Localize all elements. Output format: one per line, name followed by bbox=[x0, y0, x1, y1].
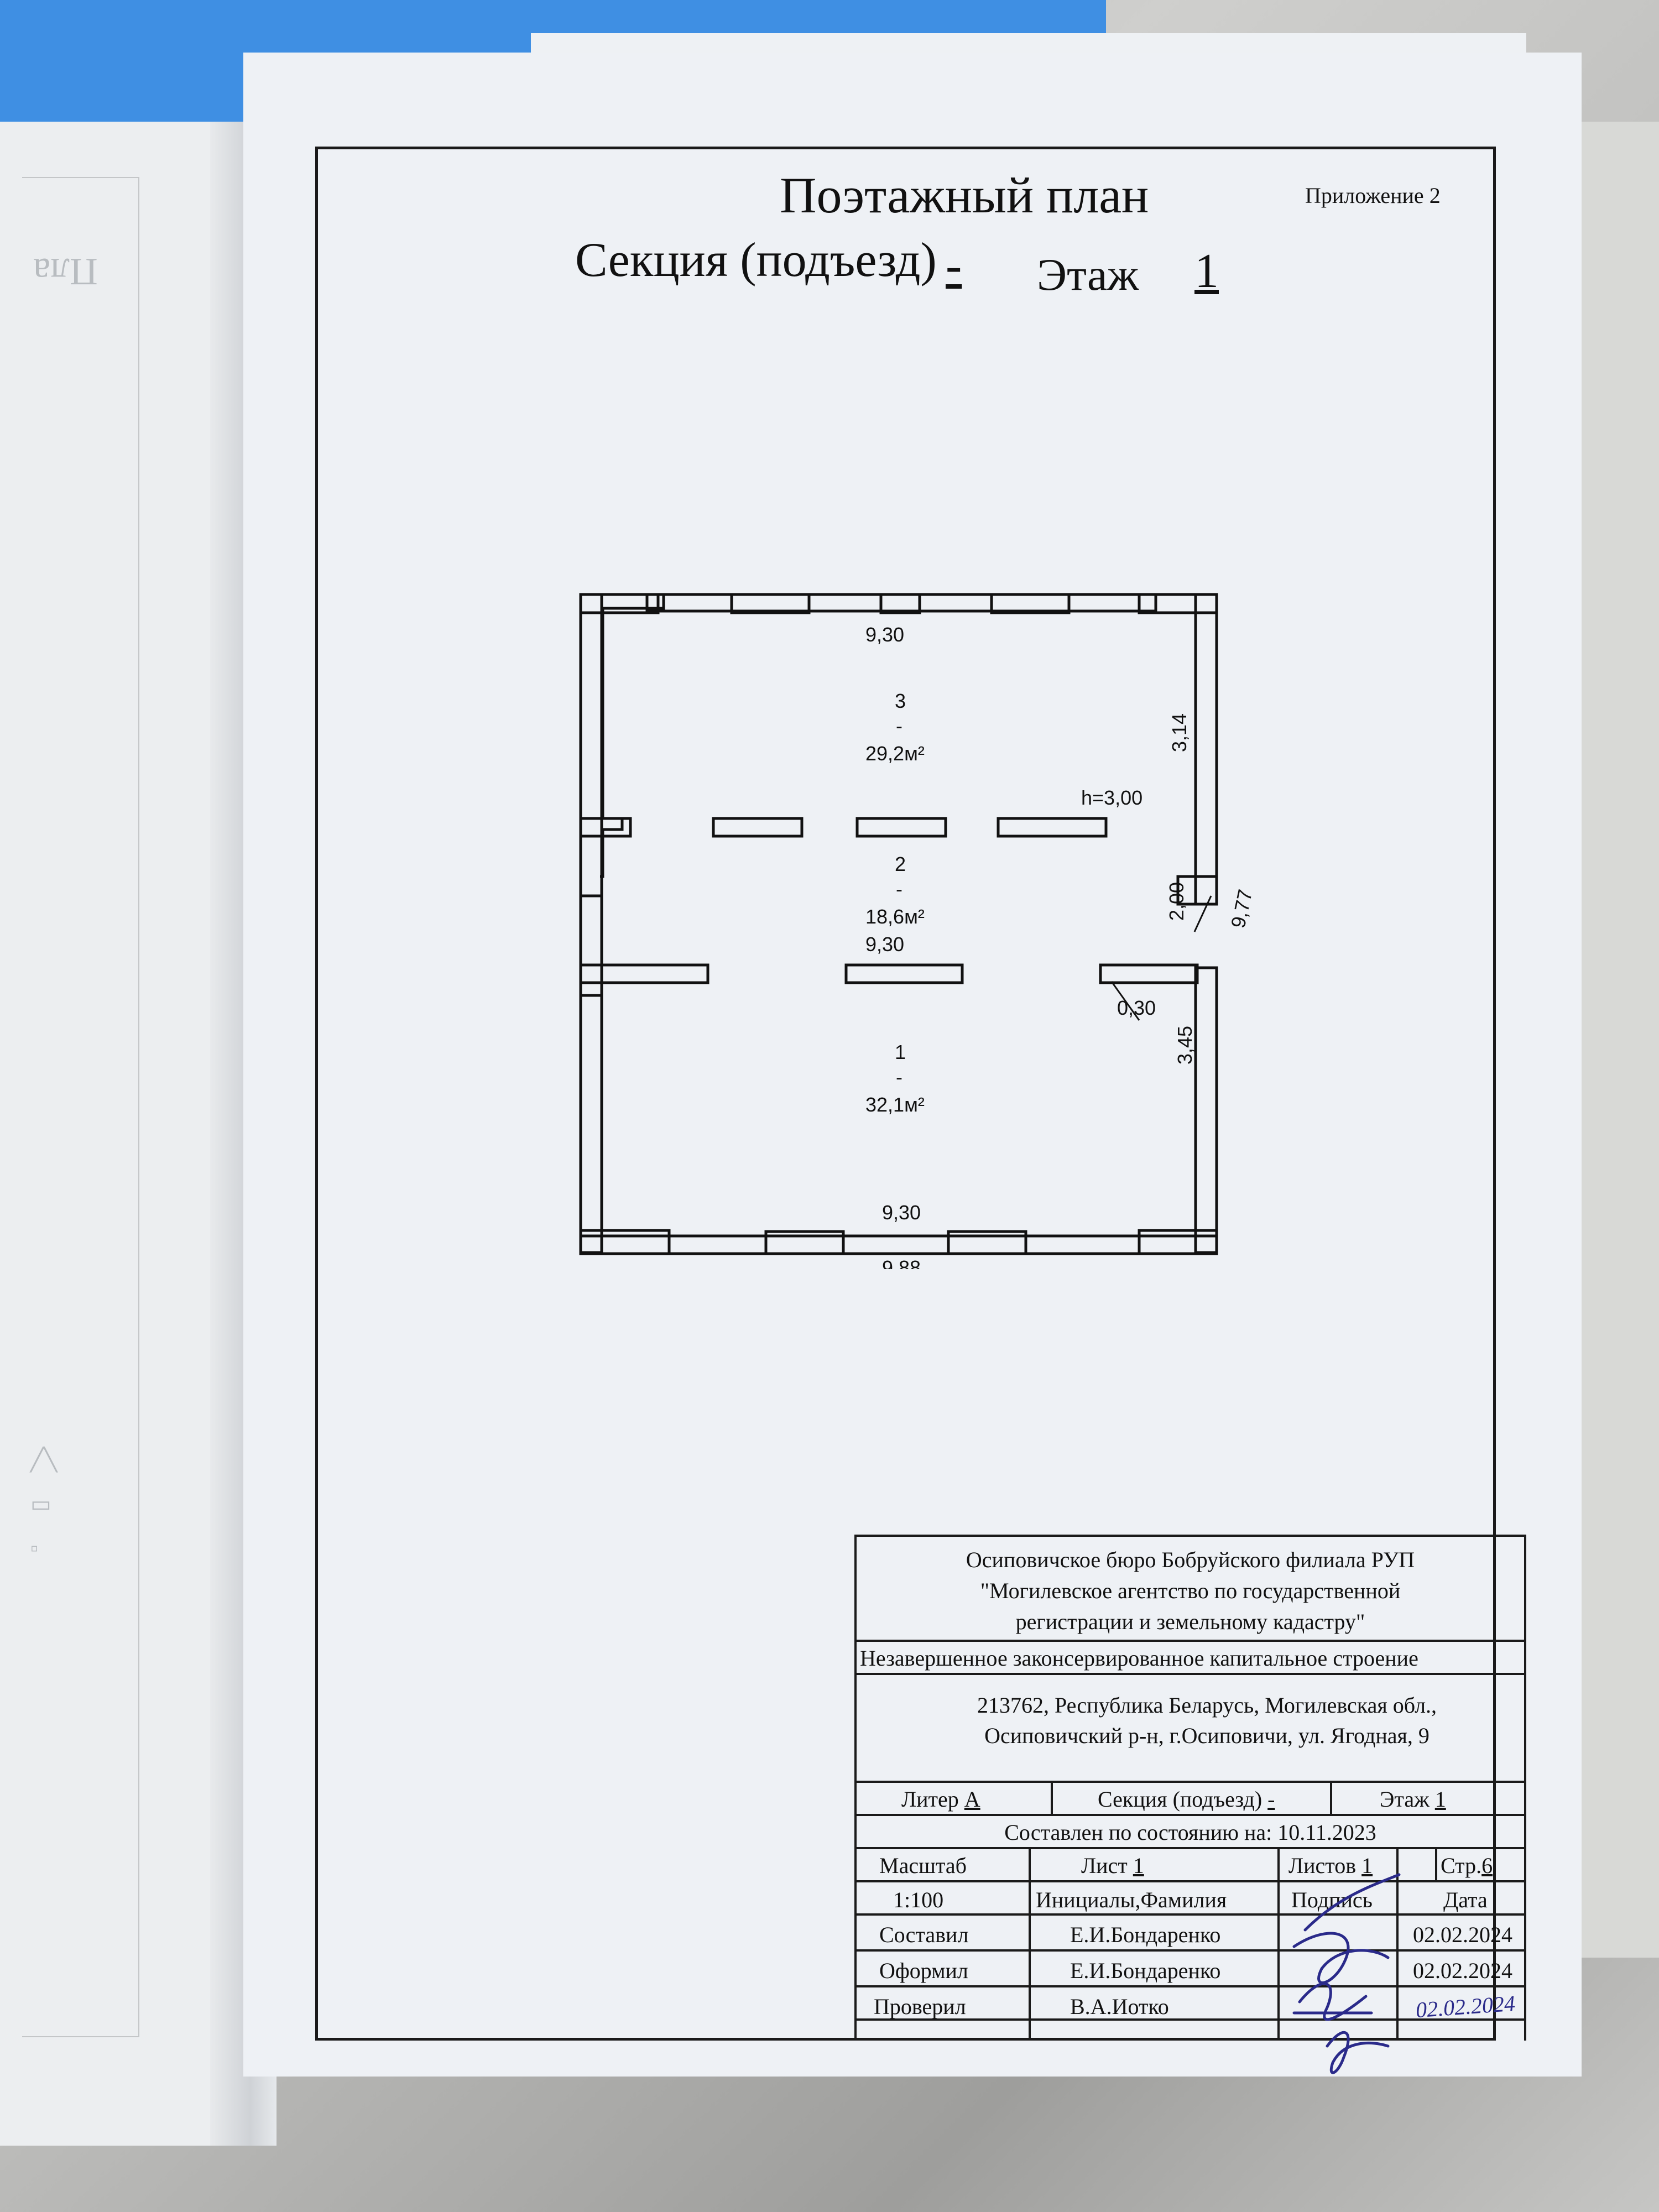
top-wall-seg2 bbox=[879, 593, 921, 614]
sheets-value: 1 bbox=[1361, 1853, 1373, 1878]
partition-lower-left bbox=[579, 963, 709, 984]
partition-lower-mid bbox=[844, 963, 964, 984]
tb-section-value: - bbox=[1267, 1787, 1275, 1812]
dim-room3-height: 3,14 bbox=[1168, 713, 1191, 752]
room3-dash: - bbox=[896, 714, 902, 737]
floor-value: 1 bbox=[1194, 244, 1219, 298]
document-sheet bbox=[243, 53, 1582, 2077]
partition-upper-left bbox=[579, 817, 632, 838]
dim-bottom-inner-width: 9,30 bbox=[882, 1201, 921, 1224]
scale-label: Масштаб bbox=[879, 1853, 967, 1878]
row-name: Е.И.Бондаренко bbox=[1070, 1922, 1221, 1947]
org-line-2: "Могилевское агентство по государственно… bbox=[980, 1578, 1401, 1603]
col-name-header: Инициалы,Фамилия bbox=[1036, 1887, 1227, 1912]
tb-floor-label: Этаж bbox=[1380, 1787, 1430, 1812]
bottom-wall-seg1 bbox=[764, 1230, 845, 1255]
right-wall-upper bbox=[1194, 593, 1218, 906]
object-name: Незавершенное законсервированное капитал… bbox=[860, 1646, 1418, 1671]
scale-value: 1:100 bbox=[893, 1887, 944, 1912]
bottom-window-sill bbox=[579, 1234, 1218, 1255]
partition-upper-1 bbox=[712, 817, 804, 838]
room1-number: 1 bbox=[895, 1041, 906, 1063]
sheet-value: 1 bbox=[1133, 1853, 1144, 1878]
floor-plan: 9,30 3 - 29,2м² 3,14 h=3,00 2 - 18,6м² 2… bbox=[579, 593, 1255, 1269]
room2-number: 2 bbox=[895, 853, 906, 875]
sheet-label: Лист bbox=[1081, 1853, 1128, 1878]
sheets-label: Листов bbox=[1288, 1853, 1357, 1878]
org-line-1: Осиповичское бюро Бобруйского филиала РУ… bbox=[966, 1547, 1415, 1572]
signature-1 bbox=[1292, 1873, 1401, 1984]
row-role: Проверил bbox=[874, 1994, 966, 2019]
dim-room2-height: 2,00 bbox=[1165, 882, 1188, 921]
liter-label: Литер bbox=[901, 1787, 959, 1812]
room2-dash: - bbox=[896, 878, 902, 900]
outer-wall-top bbox=[581, 593, 665, 878]
title-block: Осиповичское бюро Бобруйского филиала РУ… bbox=[854, 1535, 1526, 2041]
room3-area: 29,2м² bbox=[865, 742, 925, 765]
row-name: В.А.Иотко bbox=[1070, 1994, 1169, 2019]
row-date: 02.02.2024 bbox=[1413, 1922, 1512, 1947]
left-wall-lower bbox=[579, 963, 603, 1254]
partition-upper-3 bbox=[997, 817, 1108, 838]
section-label: Секция (подъезд) bbox=[575, 233, 937, 287]
partition-upper-2 bbox=[855, 817, 947, 838]
top-wall-seg1 bbox=[730, 593, 811, 614]
section-value: - bbox=[946, 239, 962, 293]
left-window bbox=[579, 894, 603, 997]
top-wall-seg3 bbox=[990, 593, 1071, 614]
page-value: 6 bbox=[1481, 1853, 1493, 1878]
row-name: Е.И.Бондаренко bbox=[1070, 1958, 1221, 1983]
row-date: 02.02.2024 bbox=[1413, 1958, 1512, 1983]
left-wall-upper bbox=[579, 593, 603, 898]
left-page-mirrored-text: Пла bbox=[33, 250, 98, 293]
dim-room1-height: 3,45 bbox=[1173, 1026, 1196, 1065]
appendix-label: Приложение 2 bbox=[1305, 183, 1441, 208]
org-line-3: регистрации и земельному кадастру" bbox=[1015, 1609, 1365, 1634]
dim-top-width: 9,30 bbox=[865, 623, 904, 646]
room1-dash: - bbox=[896, 1066, 902, 1088]
signature-3 bbox=[1326, 2031, 1390, 2074]
drawing-frame bbox=[315, 147, 1496, 2041]
page-label: Стр. bbox=[1441, 1853, 1482, 1878]
address-line-1: 213762, Республика Беларусь, Могилевская… bbox=[977, 1693, 1437, 1718]
floor-label: Этаж bbox=[1037, 249, 1139, 300]
page-title: Поэтажный план bbox=[780, 167, 1149, 223]
top-window-sill bbox=[645, 593, 1157, 613]
dim-bottom-outer-width: 9,88 bbox=[882, 1256, 921, 1269]
room2-area: 18,6м² bbox=[865, 905, 925, 928]
bottom-wall-seg2 bbox=[947, 1230, 1027, 1255]
row-role: Оформил bbox=[879, 1958, 968, 1983]
partition-lower-right bbox=[1099, 963, 1199, 984]
dim-wall-thickness: 0,30 bbox=[1117, 997, 1156, 1019]
right-upper-jamb bbox=[1176, 875, 1218, 906]
total-height-leader bbox=[1193, 895, 1212, 932]
room1-area: 32,1м² bbox=[865, 1093, 925, 1116]
ceiling-height: h=3,00 bbox=[1081, 786, 1142, 809]
liter-value: А bbox=[964, 1787, 980, 1812]
address-line-2: Осиповичский р-н, г.Осиповичи, ул. Ягодн… bbox=[984, 1723, 1430, 1748]
state-as-of: Составлен по состоянию на: 10.11.2023 bbox=[1004, 1820, 1376, 1845]
right-wall-lower bbox=[1194, 966, 1218, 1254]
tb-section-label: Секция (подъезд) bbox=[1098, 1787, 1262, 1812]
left-page-marks: ╱╲▭▫ bbox=[30, 1447, 58, 1561]
bottom-wall-seg0 bbox=[579, 1229, 671, 1255]
left-page-frame bbox=[22, 177, 139, 2037]
dim-total-height: 9,77 bbox=[1227, 888, 1255, 930]
col-date-header: Дата bbox=[1443, 1887, 1488, 1912]
signature-scribbles bbox=[1292, 1873, 1401, 2074]
signature-2 bbox=[1292, 1982, 1373, 2021]
room3-number: 3 bbox=[895, 690, 906, 712]
dim-mid-width: 9,30 bbox=[865, 933, 904, 956]
bottom-wall-seg3 bbox=[1138, 1229, 1218, 1255]
tb-floor-value: 1 bbox=[1434, 1787, 1446, 1812]
row-role: Составил bbox=[879, 1922, 969, 1947]
thickness-leader bbox=[1110, 981, 1140, 1021]
